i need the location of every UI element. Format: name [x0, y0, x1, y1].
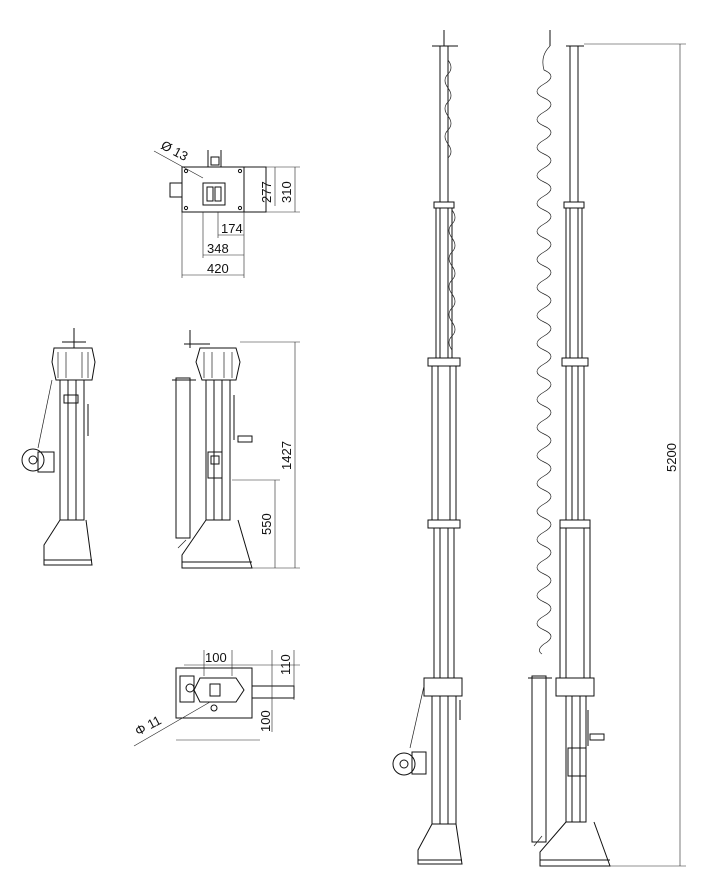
base-dim-100-side: 100 [258, 710, 273, 732]
side-dim-1427: 1427 [279, 441, 294, 470]
extended-view-right: 5200 [528, 30, 686, 867]
side-view-left [21, 328, 96, 566]
top-view: Ø 13 277 310 174 348 420 [153, 137, 300, 278]
base-dim-110: 110 [278, 654, 293, 675]
top-hole-diameter-label: Ø 13 [159, 137, 191, 163]
side-dim-550: 550 [259, 513, 274, 535]
top-dim-420: 420 [207, 261, 229, 276]
top-dim-310: 310 [279, 181, 294, 203]
top-dim-277: 277 [259, 181, 274, 203]
extended-view-left [392, 30, 463, 865]
extended-dim-5200: 5200 [664, 443, 679, 472]
base-view: 100 110 100 Φ 11 [132, 650, 300, 747]
side-view-center: 1427 550 [172, 330, 300, 569]
top-dim-174: 174 [221, 221, 243, 236]
top-dim-348: 348 [207, 241, 229, 256]
base-hole-diameter-label: Φ 11 [132, 713, 163, 739]
base-dim-100-top: 100 [205, 650, 227, 665]
